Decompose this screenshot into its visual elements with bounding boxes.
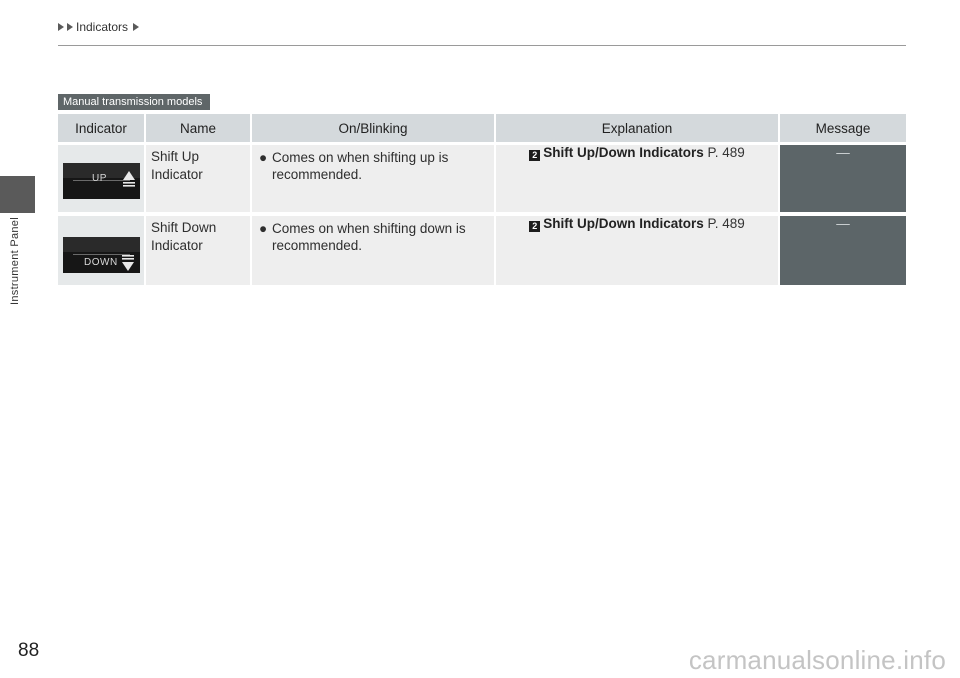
reference-page: P. 489 [707,145,745,160]
header-divider [58,45,906,46]
column-header-explanation: Explanation [496,114,780,145]
message-cell: — [780,216,906,289]
breadcrumb-arrow-icon [67,23,73,31]
on-blinking-cell: ● Comes on when shifting up is recommended… [252,145,496,216]
column-header-on-blinking: On/Blinking [252,114,496,145]
down-arrow-icon [122,255,134,271]
on-blinking-text: Comes on when shifting down is [272,221,466,236]
indicator-table: Indicator Name On/Blinking Explanation M… [58,114,906,289]
reference-title: Shift Up/Down Indicators [543,216,704,231]
reference-page: P. 489 [707,216,745,231]
section-tab[interactable] [0,176,35,213]
watermark: carmanualsonline.info [688,645,946,675]
breadcrumb-arrow-icon [133,23,140,31]
reference-arrow-icon: 2 [529,150,541,161]
indicator-label: UP [92,173,107,184]
message-cell: — [780,145,906,216]
bullet-icon: ● [259,221,268,236]
indicator-label: DOWN [84,257,118,268]
table-row: UP Shift Up Indicator ● Comes on when shif… [58,145,906,216]
indicator-name: Indicator [151,238,203,253]
breadcrumb-link-indicators[interactable]: Indicators [76,20,129,34]
table-header-row: Indicator Name On/Blinking Explanation M… [58,114,906,145]
breadcrumb: Indicators [58,20,140,34]
on-blinking-text: Comes on when shifting up is [272,150,449,165]
indicator-name: Indicator [151,167,203,182]
on-blinking-text: recommended. [272,238,363,253]
reference-title: Shift Up/Down Indicators [543,145,704,160]
page-number: 88 [18,640,40,661]
indicator-cell: UP [58,145,146,216]
indicator-name: Shift Down [151,220,217,235]
breadcrumb-arrow-icon [58,23,64,31]
indicator-cell: DOWN [58,216,146,289]
bullet-icon: ● [259,150,268,165]
on-blinking-cell: ● Comes on when shifting down is recommend… [252,216,496,289]
reference-arrow-icon: 2 [529,221,541,232]
section-label: Instrument Panel [9,217,21,305]
shift-down-indicator-icon: DOWN [63,237,140,273]
indicator-name: Shift Up [151,149,200,164]
on-blinking-text: recommended. [272,167,363,182]
model-tag: Manual transmission models [58,94,211,110]
column-header-message: Message [780,114,906,145]
name-cell: Shift Up Indicator [146,145,252,216]
shift-up-indicator-icon: UP [63,163,140,199]
column-header-indicator: Indicator [58,114,146,145]
column-header-name: Name [146,114,252,145]
up-arrow-icon [123,171,135,187]
